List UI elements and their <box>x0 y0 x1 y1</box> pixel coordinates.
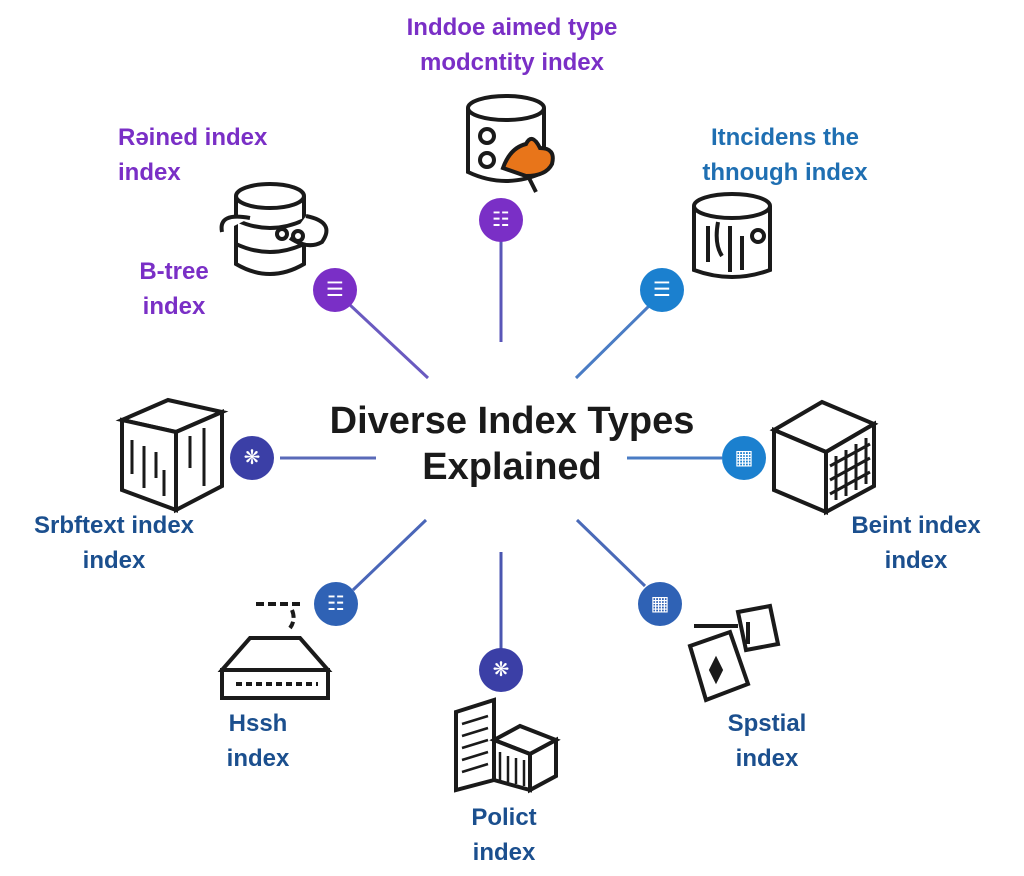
node-top[interactable]: ☷ <box>479 198 523 242</box>
gears-icon: ❋ <box>243 447 261 469</box>
label-left: Srbftext index index <box>16 508 212 578</box>
label-bottom-line-1: Polict <box>471 804 537 831</box>
title-line-2: Explained <box>422 446 602 488</box>
circuit-cube-icon <box>115 397 229 514</box>
document-icon: ☰ <box>326 279 344 301</box>
label-right-line-2: index <box>884 547 948 574</box>
node-bottom-right[interactable]: ▦ <box>638 582 682 626</box>
building-blocks-icon <box>454 697 561 794</box>
server-rack-icon <box>217 602 333 700</box>
label-bottom-right-line-1: Spstial <box>727 710 807 737</box>
label-btree: B-tree index <box>124 254 224 324</box>
document-icon: ☰ <box>653 279 671 301</box>
node-right[interactable]: ▦ <box>722 436 766 480</box>
label-top: Inddoe aimed type modcntity index <box>386 10 638 80</box>
label-bottom-left: Hssh index <box>210 706 306 776</box>
label-top-line-1: Inddoe aimed type <box>406 14 618 41</box>
grid-cube-icon <box>769 399 879 516</box>
node-left[interactable]: ❋ <box>230 436 274 480</box>
database-orange-leaf-icon <box>466 94 555 193</box>
label-bottom-right-line-2: index <box>735 745 799 772</box>
connector-top-left <box>348 303 430 380</box>
label-left-line-2: index <box>82 547 146 574</box>
label-bottom-line-2: index <box>472 839 536 866</box>
label-right-line-1: Beint index <box>851 512 981 539</box>
grid-icon: ▦ <box>650 593 670 615</box>
label-left-line-1: Srbftext index <box>33 512 195 539</box>
node-top-right[interactable]: ☰ <box>640 268 684 312</box>
label-top-right-line-1: Itncidens the <box>710 124 860 151</box>
label-bottom-right: Spstial index <box>710 706 824 776</box>
label-top-left-line-2: index <box>118 159 181 186</box>
connector-bottom-right <box>575 518 647 588</box>
title-line-1: Diverse Index Types <box>329 400 695 442</box>
label-bottom: Polict index <box>454 800 554 870</box>
grid-icon: ▦ <box>734 447 754 469</box>
label-bottom-left-line-2: index <box>226 745 290 772</box>
label-top-left-line-1: Rəined index <box>118 124 268 151</box>
label-top-left: Rəined index index <box>118 120 267 190</box>
document-icon: ☷ <box>327 593 345 615</box>
node-bottom-left[interactable]: ☷ <box>314 582 358 626</box>
gears-icon: ❋ <box>492 659 510 681</box>
connector-top-right <box>574 303 652 380</box>
data-drum-icon <box>692 192 772 279</box>
node-top-left[interactable]: ☰ <box>313 268 357 312</box>
label-btree-line-1: B-tree <box>139 258 209 285</box>
label-btree-line-2: index <box>142 293 206 320</box>
diagram-title: Diverse Index Types Explained <box>262 398 762 490</box>
label-top-right: Itncidens the thnough index <box>680 120 890 190</box>
label-right: Beint index index <box>838 508 994 578</box>
document-list-icon: ☷ <box>492 209 510 231</box>
node-bottom[interactable]: ❋ <box>479 648 523 692</box>
label-bottom-left-line-1: Hssh <box>228 710 288 737</box>
connector-bottom-left <box>351 518 428 592</box>
stacked-database-icon <box>219 182 329 276</box>
map-pin-cards-icon <box>687 603 781 703</box>
label-top-right-line-2: thnough index <box>702 159 868 186</box>
connector-lines <box>280 232 722 650</box>
label-top-line-2: modcntity index <box>419 49 605 76</box>
